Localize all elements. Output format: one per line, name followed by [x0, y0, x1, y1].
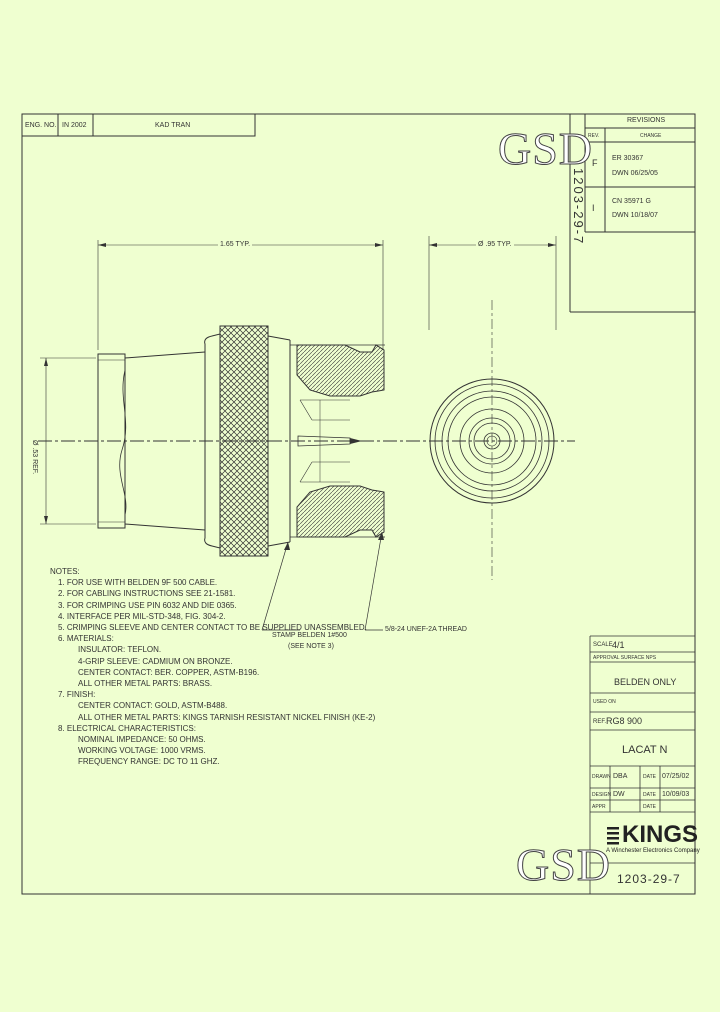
revisions-col-change: CHANGE: [640, 133, 662, 139]
ref-label: REF.: [593, 719, 607, 725]
kings-logo: KINGS A Winchester Electronics Company: [606, 823, 700, 855]
notes-heading: NOTES:: [50, 567, 80, 576]
note-3: 3. FOR CRIMPING USE PIN 6032 AND DIE 036…: [58, 600, 237, 610]
eng-no-box: [21, 113, 256, 137]
note-4: 4. INTERFACE PER MIL-STD-348, FIG. 304-2…: [58, 611, 226, 621]
drawn-date: 07/25/02: [662, 773, 690, 780]
drawing-number: 1203-29-7: [617, 872, 681, 886]
drawn-by-top: KAD TRAN: [155, 122, 191, 129]
drawn-value: DBA: [613, 773, 628, 780]
revision-2-date: DWN 10/18/07: [612, 212, 658, 219]
revisions-header: REVISIONS: [627, 117, 666, 124]
note-2: 2. FOR CABLING INSTRUCTIONS SEE 21-1581.: [58, 589, 236, 599]
lower-insulator: [296, 485, 385, 538]
electrical-1: NOMINAL IMPEDANCE: 50 OHMS.: [78, 735, 206, 745]
design-value: DW: [613, 791, 625, 798]
electrical-2: WORKING VOLTAGE: 1000 VRMS.: [78, 746, 206, 756]
note-6: 6. MATERIALS:: [58, 634, 114, 644]
upper-insulator: [296, 344, 385, 397]
company-name: KINGS: [622, 821, 699, 848]
material-3: CENTER CONTACT: BER. COPPER, ASTM-B196.: [78, 667, 260, 677]
material-1: INSULATOR: TEFLON.: [78, 645, 162, 655]
design-date: 10/09/03: [662, 791, 690, 798]
revision-2-change: CN 35971 G: [612, 198, 651, 205]
revision-1-rev: F: [592, 158, 598, 168]
outer-diameter-dim: Ø .95 TYP.: [476, 241, 514, 249]
finish-1: CENTER CONTACT: GOLD, ASTM-B488.: [78, 701, 228, 711]
overall-length-dim: 1.65 TYP.: [218, 241, 253, 249]
finish-2: ALL OTHER METAL PARTS: KINGS TARNISH RES…: [78, 712, 376, 722]
material-4: ALL OTHER METAL PARTS: BRASS.: [78, 679, 213, 689]
drawn-date-label: DATE: [643, 774, 656, 780]
design-date-label: DATE: [643, 792, 656, 798]
stamp-callout: STAMP BELDEN 1#500: [272, 632, 347, 639]
electrical-3: FREQUENCY RANGE: DC TO 11 GHZ.: [78, 757, 220, 767]
revision-1-date: DWN 06/25/05: [612, 170, 658, 177]
note-8: 8. ELECTRICAL CHARACTERISTICS:: [58, 723, 196, 733]
description: BELDEN ONLY: [614, 677, 677, 687]
gsd-logo-top: GSD: [497, 123, 594, 174]
approval-label: APPROVAL SURFACE NPS: [593, 655, 657, 661]
crimp-sleeve: [97, 353, 126, 529]
eng-no-label: ENG. NO.: [25, 122, 57, 129]
drawn-label: DRAWN: [592, 774, 611, 780]
stamp-callout-note: (SEE NOTE 3): [288, 643, 334, 650]
company-sub: A Winchester Electronics Company: [606, 848, 700, 854]
cable-diameter-dim: Ø .53 REF.: [30, 438, 38, 477]
sheet-border: [21, 113, 696, 895]
revisions-col-rev: REV.: [588, 133, 600, 139]
used-on-label: USED ON: [593, 699, 616, 705]
design-label: DESIGN: [592, 792, 612, 798]
note-5: 5. CRIMPING SLEEVE AND CENTER CONTACT TO…: [58, 623, 367, 633]
revision-1-change: ER 30367: [612, 155, 644, 162]
note-7: 7. FINISH:: [58, 690, 96, 700]
title-block-lines: [589, 635, 695, 894]
part-description: LACAT N: [622, 744, 668, 756]
notes-block: NOTES: 1. FOR USE WITH BELDEN 9F 500 CAB…: [50, 566, 376, 768]
scale-label: SCALE: [593, 642, 613, 648]
kings-logo-mark-icon: [607, 827, 619, 845]
appr-label: APPR: [592, 804, 606, 810]
knurled-coupling-nut: [219, 325, 269, 557]
appr-date-label: DATE: [643, 804, 656, 810]
note-1: 1. FOR USE WITH BELDEN 9F 500 CABLE.: [58, 578, 218, 588]
scale-value: 4/1: [612, 640, 625, 650]
gsd-logo-bottom: GSD: [515, 839, 612, 890]
end-view: [429, 378, 555, 504]
thread-callout: 5/8-24 UNEF-2A THREAD: [385, 626, 467, 633]
ref-value: RG8 900: [606, 716, 643, 726]
eng-no-value: IN 2002: [62, 122, 87, 129]
material-2: 4-GRIP SLEEVE: CADMIUM ON BRONZE.: [78, 656, 233, 666]
vertical-part-number: 1203-29-7: [571, 168, 586, 246]
revision-2-rev: I: [592, 203, 595, 213]
